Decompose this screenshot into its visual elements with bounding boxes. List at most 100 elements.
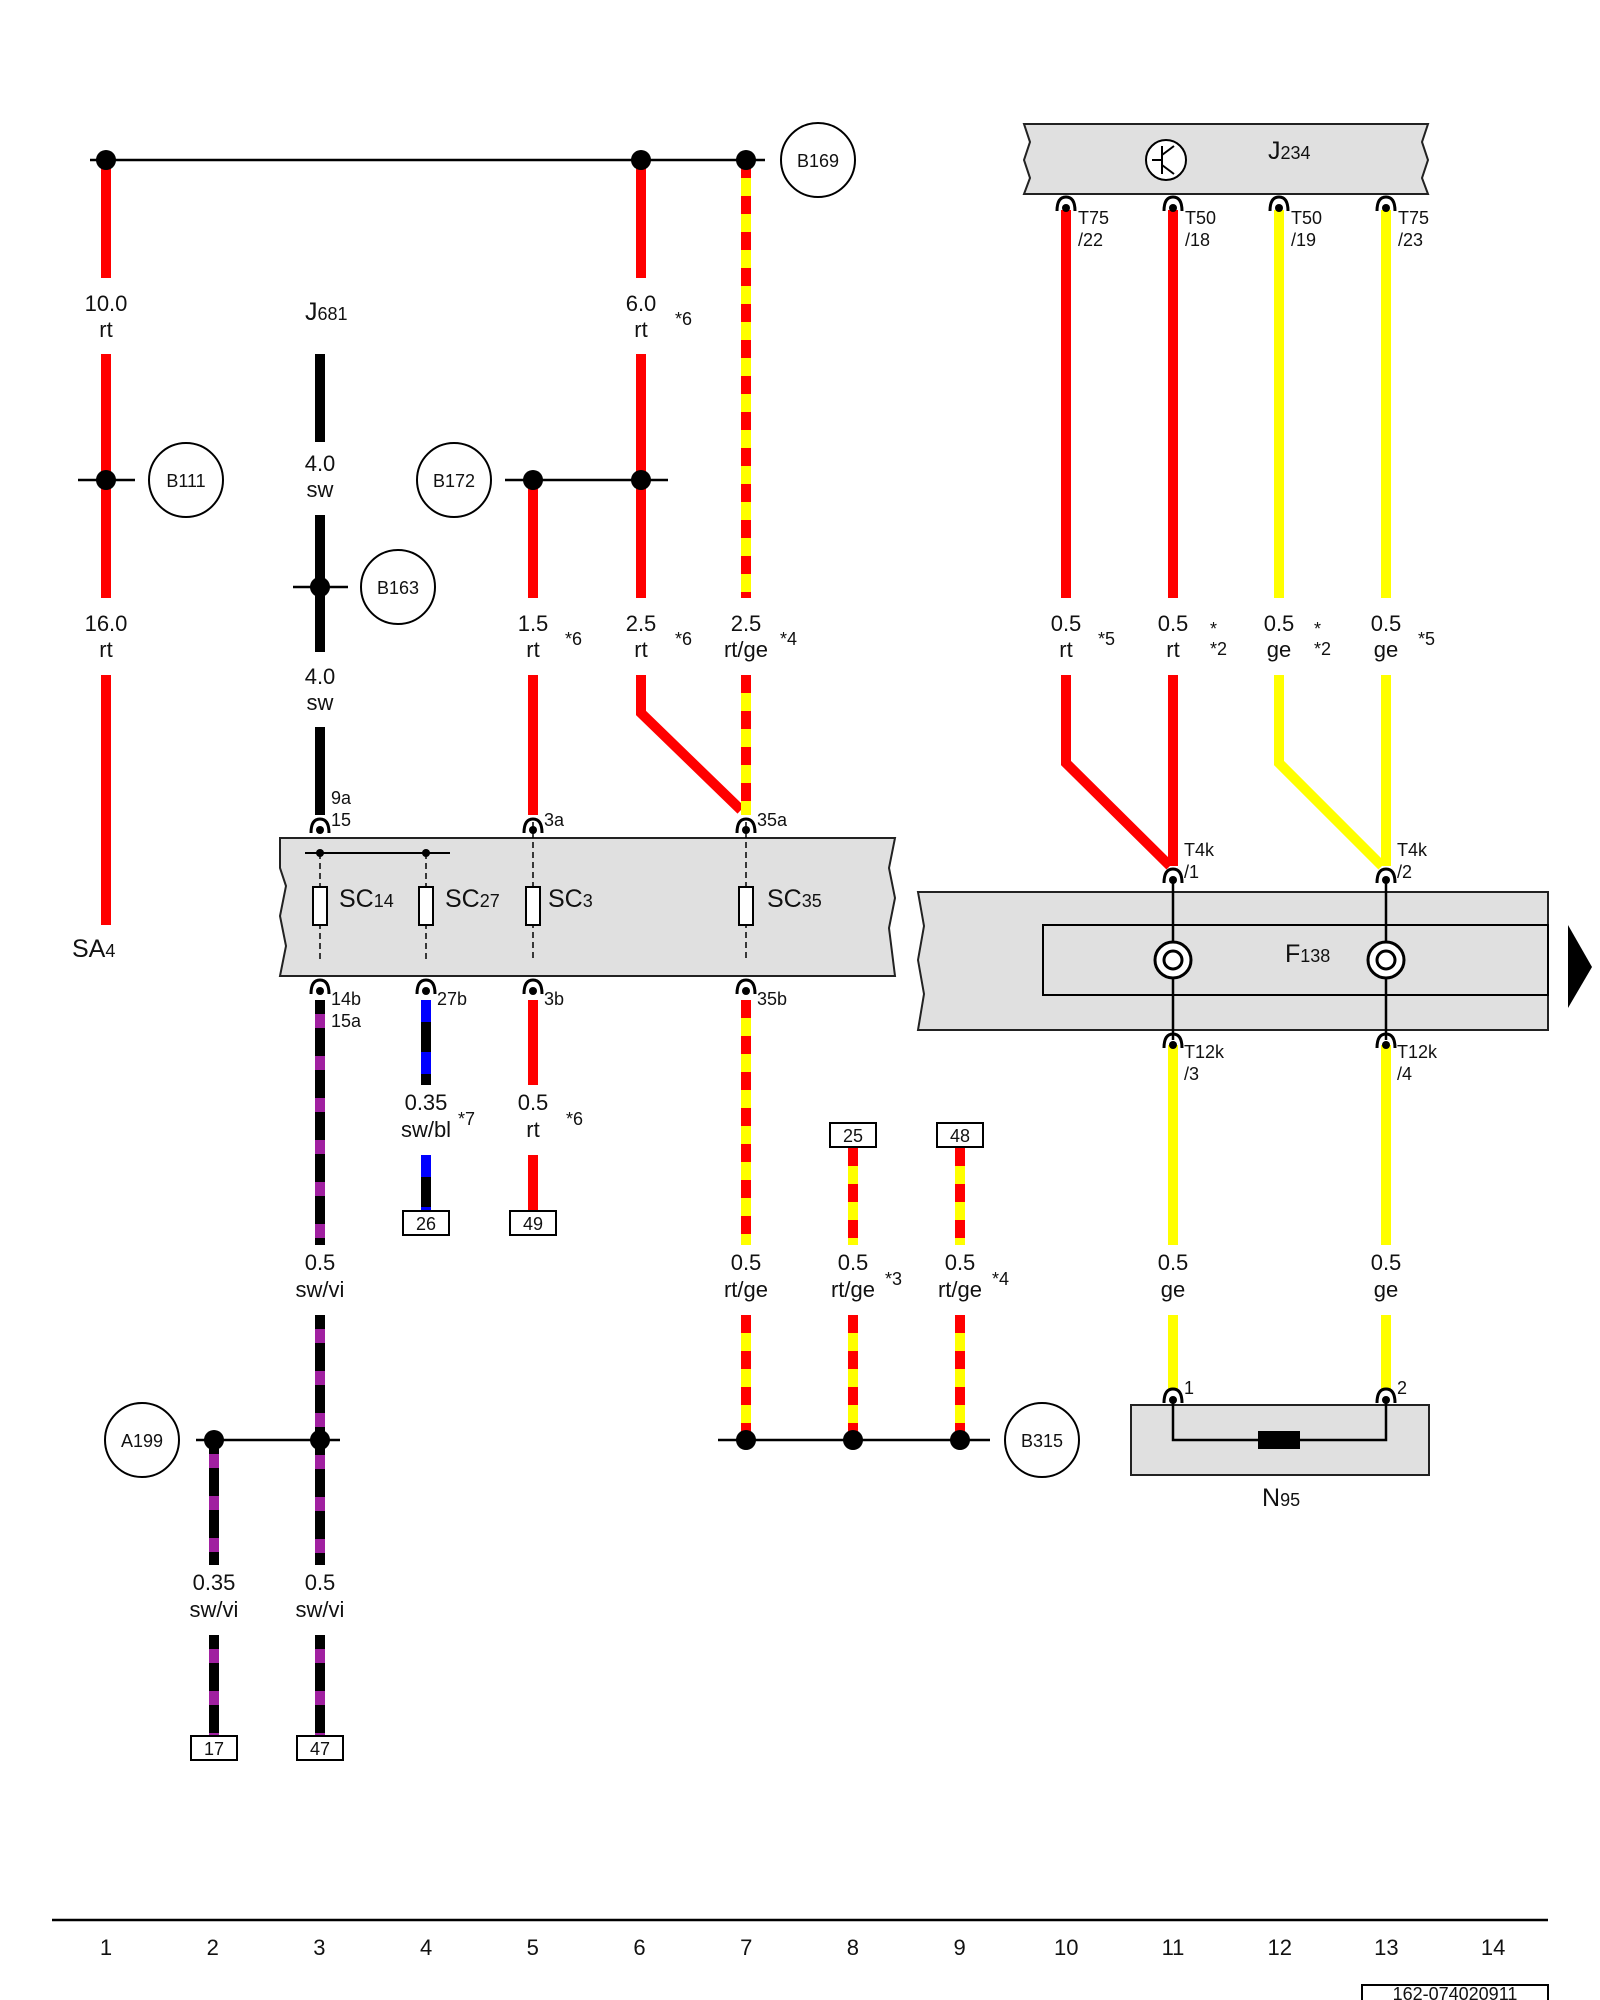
svg-text:48: 48 <box>950 1126 970 1146</box>
wire-label: 2.5rt*6 <box>626 611 692 662</box>
ref-box: 49 <box>509 1210 557 1236</box>
svg-text:0.5: 0.5 <box>518 1090 549 1115</box>
svg-text:0.5: 0.5 <box>731 1250 762 1275</box>
connector-icon <box>1375 195 1397 212</box>
connector-icon <box>735 978 757 995</box>
fuse-labels: SC14 SC27 SC3 SC35 <box>339 885 822 913</box>
component-J681: J681 <box>305 298 348 326</box>
svg-text:B172: B172 <box>433 471 475 491</box>
grid-number: 5 <box>527 1935 539 1960</box>
grid-number: 14 <box>1481 1935 1505 1960</box>
svg-text:sw/vi: sw/vi <box>296 1597 345 1622</box>
svg-text:*6: *6 <box>565 629 582 649</box>
fuse-label: SC3 <box>548 885 593 913</box>
svg-text:T12k: T12k <box>1184 1042 1225 1062</box>
grid-number: 4 <box>420 1935 432 1960</box>
svg-text:0.5: 0.5 <box>1264 611 1295 636</box>
svg-text:ge: ge <box>1374 637 1398 662</box>
svg-text:sw/bl: sw/bl <box>401 1117 451 1142</box>
svg-text:A199: A199 <box>121 1431 163 1451</box>
svg-text:0.5: 0.5 <box>1051 611 1082 636</box>
fuse-label: SC14 <box>339 885 394 913</box>
wire-label: 0.5rt**2 <box>1158 611 1227 662</box>
svg-text:rt: rt <box>99 637 112 662</box>
component-SA4: SA4 <box>72 935 115 963</box>
grid-number: 2 <box>207 1935 219 1960</box>
wire-label: 0.5sw/vi <box>296 1250 345 1302</box>
connector-icon <box>522 817 544 834</box>
connector-icon <box>1375 1387 1397 1404</box>
svg-text:2.5: 2.5 <box>731 611 762 636</box>
fuse-symbol <box>525 822 541 962</box>
svg-text:T75: T75 <box>1078 208 1109 228</box>
wire-seg <box>636 675 745 814</box>
ref-box: 17 <box>190 1735 238 1761</box>
svg-text:sw/vi: sw/vi <box>190 1597 239 1622</box>
wire-label: 0.5sw/vi <box>296 1570 345 1622</box>
drawing-number: 162-074020911 <box>1361 1984 1549 2000</box>
svg-text:rt/ge: rt/ge <box>724 1277 768 1302</box>
component-J234: J234 <box>1022 123 1430 195</box>
wire-label: 0.5ge <box>1371 1250 1402 1302</box>
grid-number: 8 <box>847 1935 859 1960</box>
grid-number: 13 <box>1374 1935 1398 1960</box>
connector-icon <box>1162 1032 1184 1049</box>
wire-label: 4.0sw <box>305 664 336 715</box>
wire-label: 16.0rt <box>85 611 128 662</box>
svg-text:1: 1 <box>1184 1378 1194 1398</box>
reference-boxes: 26 49 25 48 17 47 <box>190 1122 984 1761</box>
continuation-arrow-icon <box>1568 925 1592 1008</box>
svg-text:B111: B111 <box>166 471 205 491</box>
svg-text:J681: J681 <box>305 298 348 326</box>
svg-text:T4k: T4k <box>1184 840 1215 860</box>
connector-icon <box>1162 1387 1184 1404</box>
connector-icon <box>1268 195 1290 212</box>
svg-text:B169: B169 <box>797 151 839 171</box>
svg-text:3b: 3b <box>544 989 564 1009</box>
wires <box>101 160 1391 1735</box>
svg-text:0.5: 0.5 <box>945 1250 976 1275</box>
svg-text:17: 17 <box>204 1739 224 1759</box>
wire-label: 10.0rt <box>85 291 128 342</box>
svg-text:14b: 14b <box>331 989 361 1009</box>
fuse-box <box>278 837 897 977</box>
wire-labels: 10.0rt 16.0rt 4.0sw 4.0sw 6.0rt*6 1.5rt*… <box>85 291 1435 1622</box>
connector-icon <box>415 978 437 995</box>
svg-text:25: 25 <box>843 1126 863 1146</box>
grid-number: 7 <box>740 1935 752 1960</box>
svg-text:162-074020911: 162-074020911 <box>1393 1984 1518 2000</box>
component-label: N95 <box>1262 1484 1300 1512</box>
svg-text:15: 15 <box>331 810 351 830</box>
svg-text:*5: *5 <box>1418 629 1435 649</box>
svg-text:0.35: 0.35 <box>193 1570 236 1595</box>
ref-box: 48 <box>936 1122 984 1148</box>
svg-text:rt: rt <box>526 1117 539 1142</box>
wire-label: 0.5rt*5 <box>1051 611 1115 662</box>
svg-text:/22: /22 <box>1078 230 1103 250</box>
svg-text:T50: T50 <box>1291 208 1322 228</box>
svg-text:0.5: 0.5 <box>305 1570 336 1595</box>
connector-icon <box>1375 867 1397 884</box>
wire-label: 1.5rt*6 <box>518 611 582 662</box>
svg-text:ge: ge <box>1161 1277 1185 1302</box>
component-F138-housing: F138 <box>916 882 1549 1040</box>
svg-text:*6: *6 <box>675 629 692 649</box>
grid-number: 6 <box>633 1935 645 1960</box>
connector-icon <box>309 817 331 834</box>
svg-text:/18: /18 <box>1185 230 1210 250</box>
svg-text:T75: T75 <box>1398 208 1429 228</box>
svg-text:/1: /1 <box>1184 862 1199 882</box>
pin-label: T12k/4 <box>1397 1042 1438 1084</box>
fuse-symbol <box>738 822 754 962</box>
svg-text:*5: *5 <box>1098 629 1115 649</box>
grid-number: 3 <box>313 1935 325 1960</box>
svg-text:/19: /19 <box>1291 230 1316 250</box>
ref-box: 25 <box>829 1122 877 1148</box>
pin-label: T75/22 <box>1078 208 1109 250</box>
grid-number: 11 <box>1162 1935 1185 1960</box>
pin-label: T4k/1 <box>1184 840 1215 882</box>
pin-label: 2 <box>1397 1378 1407 1398</box>
